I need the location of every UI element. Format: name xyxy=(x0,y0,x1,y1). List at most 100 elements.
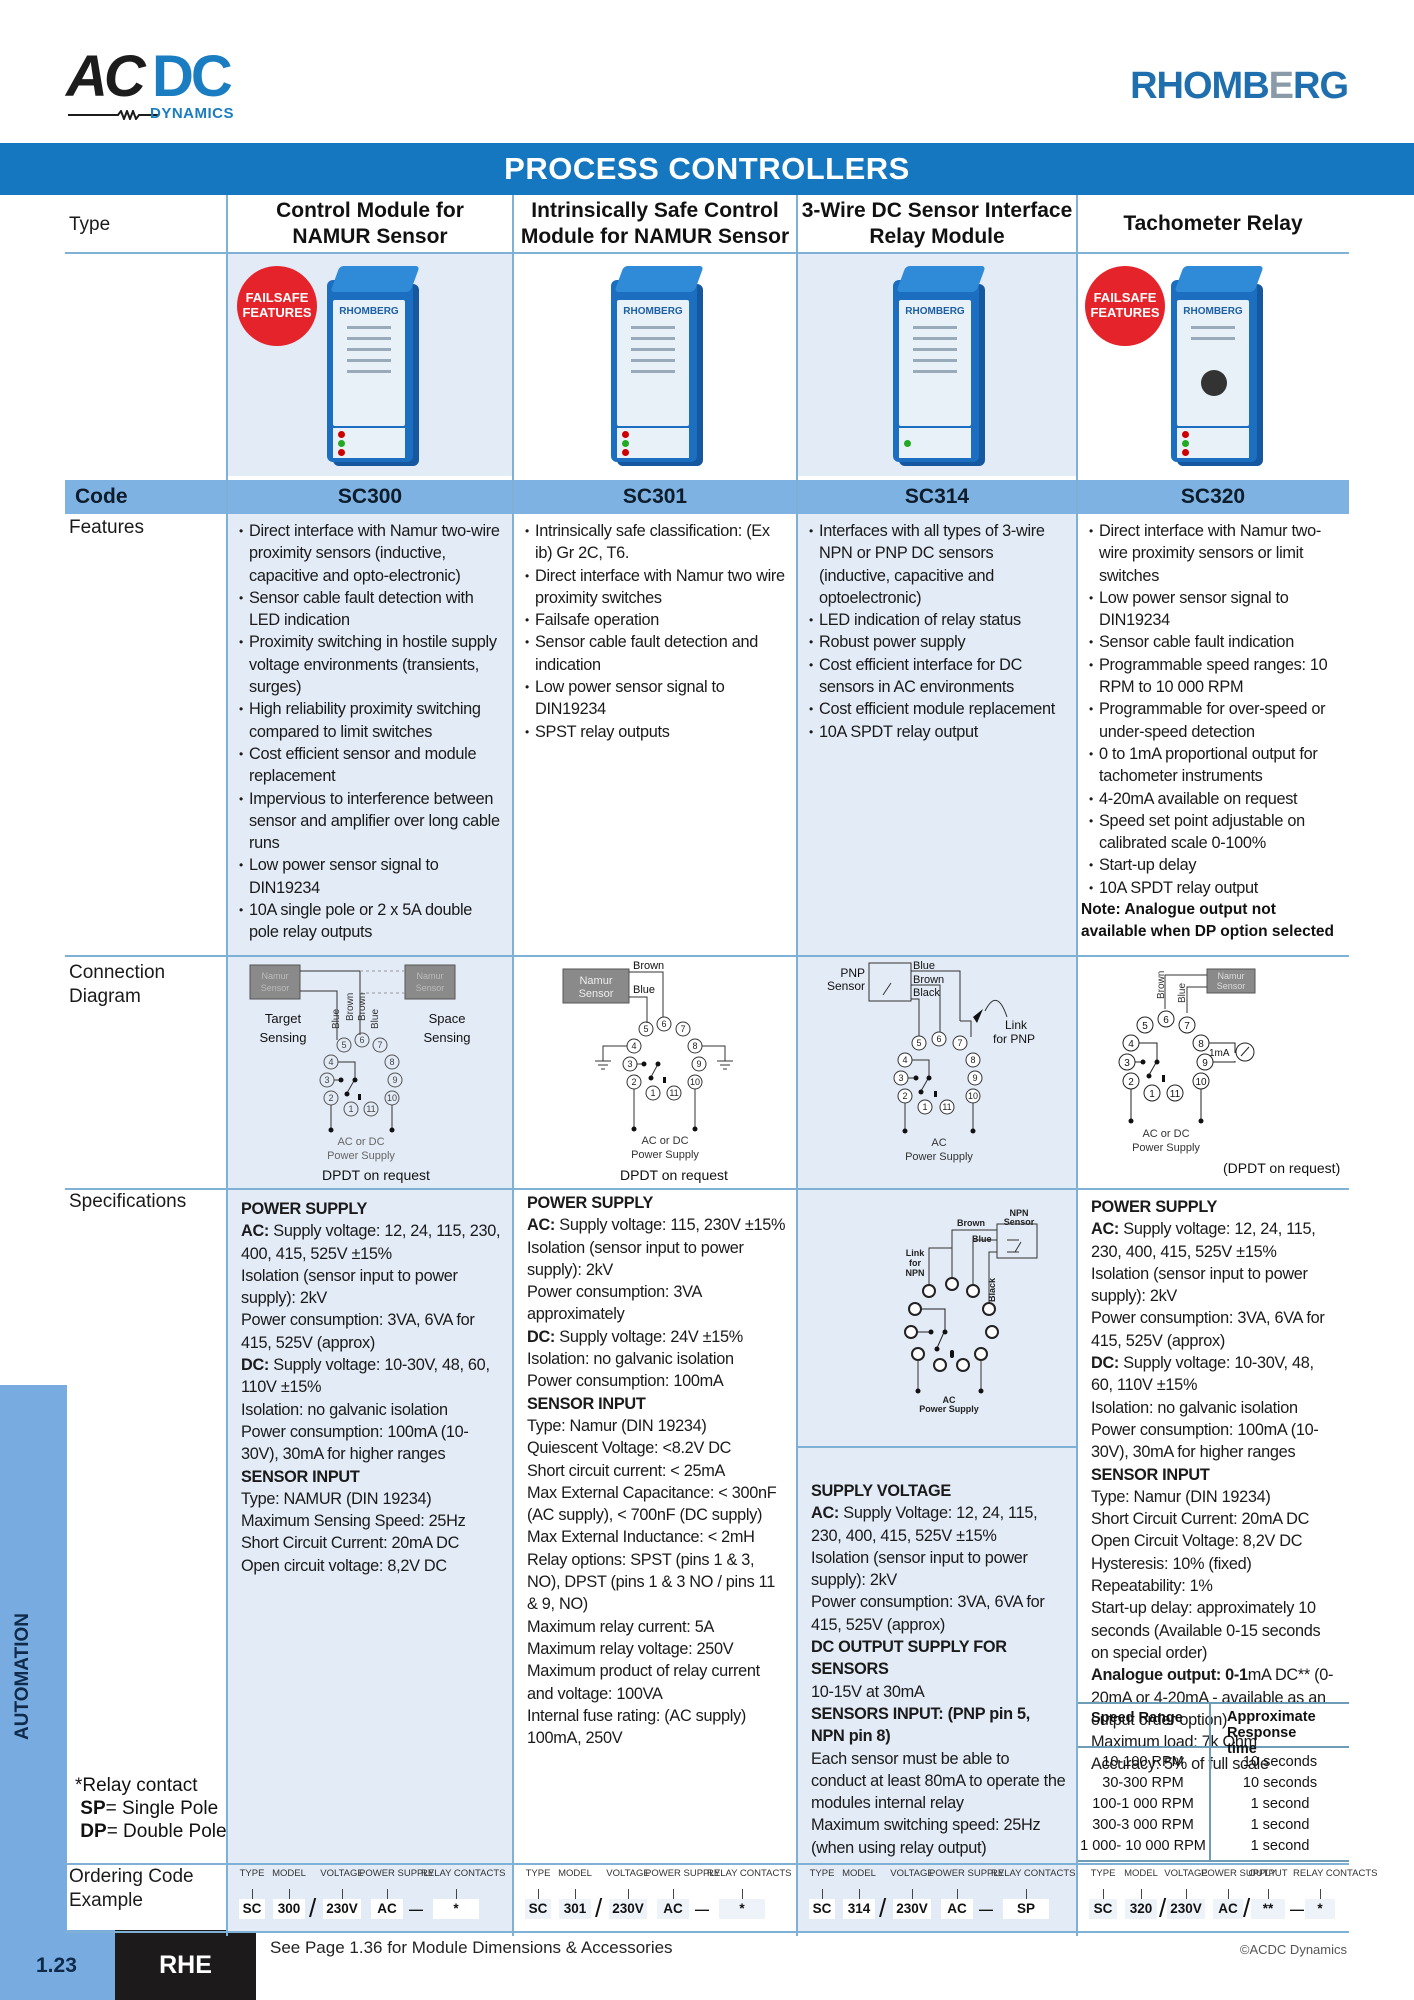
row-label-code: Code xyxy=(75,485,128,508)
spec-heading: SENSOR INPUT xyxy=(527,1394,646,1413)
spec-line: Hysteresis: 10% (fixed) xyxy=(1091,1554,1252,1573)
dpdt-note: (DPDT on request) xyxy=(1223,1160,1341,1176)
features-sc320: Direct interface with Namur two-wire pro… xyxy=(1077,514,1349,1150)
svg-text:Blue: Blue xyxy=(972,1234,992,1244)
spec-key: AC: xyxy=(811,1504,840,1523)
spec-line: AC: Supply Voltage: 12, 24, 115, 230, 40… xyxy=(811,1502,1067,1547)
ordering-field-label: MODEL xyxy=(1124,1868,1158,1879)
ordering-field-tick xyxy=(288,1889,290,1903)
page-number-box xyxy=(0,1930,115,2000)
type-line: Module for NAMUR Sensor xyxy=(520,225,790,248)
slash-separator: / xyxy=(1243,1893,1251,1923)
resistor-wire-icon xyxy=(68,110,158,120)
spec-value: Supply voltage: 115, 230V ±15% xyxy=(555,1216,786,1235)
svg-text:Power Supply: Power Supply xyxy=(631,1149,699,1161)
ordering-field-tick xyxy=(911,1889,913,1903)
image-sc320: RHOMBERG FAILSAFE FEATURES xyxy=(1077,254,1349,476)
spec-heading: POWER SUPPLY xyxy=(527,1194,654,1212)
ordering-field-label: POWER SUPPLY xyxy=(1201,1868,1277,1879)
svg-text:AC or DC: AC or DC xyxy=(337,1136,384,1148)
speed-range-cell: 1 000- 10 000 RPM xyxy=(1080,1838,1206,1854)
badge-line: FEATURES xyxy=(1090,305,1160,320)
feature-item: Low power sensor signal to DIN19234 xyxy=(1089,587,1339,632)
feature-item: Failsafe operation xyxy=(525,609,787,632)
ordering-field: RELAY CONTACTS * xyxy=(707,1869,791,1919)
ordering-field-tick xyxy=(537,1889,539,1903)
ordering-field-value: * xyxy=(719,1899,765,1919)
speed-range-cell: 300-3 000 RPM xyxy=(1092,1817,1194,1833)
spec-key: DC: xyxy=(1091,1354,1120,1373)
svg-text:7: 7 xyxy=(1184,1021,1190,1032)
ordering-field-tick xyxy=(1102,1889,1104,1903)
response-time-cell: 1 second xyxy=(1250,1796,1310,1812)
ordering-field-label: RELAY CONTACTS xyxy=(707,1868,792,1879)
feature-item: Direct interface with Namur two-wire pro… xyxy=(1089,520,1339,587)
svg-text:for: for xyxy=(909,1258,921,1268)
feature-item: LED indication of relay status xyxy=(809,609,1067,632)
ordering-field-label: OUTPUT xyxy=(1248,1868,1288,1879)
ordering-field-label: TYPE xyxy=(809,1868,835,1879)
specifications-row: Specifications *Relay contact SP= Single… xyxy=(65,1190,1349,1863)
svg-text:3: 3 xyxy=(324,1075,329,1085)
svg-text:Namur: Namur xyxy=(416,971,443,981)
ordering-field-value: * xyxy=(1305,1899,1335,1919)
ordering-field-value: 320 xyxy=(1125,1899,1157,1919)
wiring-diagram: Namur Sensor Namur Sensor Target Sensing… xyxy=(249,964,470,1162)
row-label-specifications: Specifications xyxy=(69,1191,187,1212)
feature-list: Direct interface with Namur two-wire pro… xyxy=(1077,514,1349,899)
type-row: Type Control Module for NAMUR Sensor Int… xyxy=(65,195,1349,253)
section-label: AUTOMATION xyxy=(12,1613,33,1740)
ordering-field-value: 300 xyxy=(273,1899,305,1919)
svg-text:9: 9 xyxy=(972,1073,977,1083)
svg-text:1: 1 xyxy=(348,1104,353,1114)
ordering-field-tick xyxy=(627,1889,629,1903)
spec-heading: SENSORS INPUT: (PNP pin 5, NPN pin 8) xyxy=(811,1704,1030,1746)
spec-line: Quiescent Voltage: <8.2V DC xyxy=(527,1439,732,1458)
divider xyxy=(1209,1702,1211,1862)
feature-item: Direct interface with Namur two-wire pro… xyxy=(239,520,503,587)
dash-separator: — xyxy=(409,1901,423,1917)
brand-code-badge: RHE xyxy=(115,1930,256,2000)
svg-text:Namur: Namur xyxy=(579,975,612,987)
spec-line: Power consumption: 100mA xyxy=(527,1372,724,1391)
ordering-field-label: POWER SUPPLY xyxy=(929,1868,1005,1879)
spec-line: Isolation (sensor input to power supply)… xyxy=(1091,1264,1308,1306)
feature-item: 0 to 1mA proportional output for tachome… xyxy=(1089,743,1339,788)
ordering-field-label: VOLTAGE xyxy=(890,1868,934,1879)
svg-text:AC or DC: AC or DC xyxy=(1142,1128,1189,1140)
connection-row: Connection Diagram Namur Sensor Namur Se… xyxy=(65,957,1349,1188)
svg-text:10: 10 xyxy=(968,1091,978,1101)
badge-line: FAILSAFE xyxy=(245,290,309,305)
code-row: Code SC300 SC301 SC314 SC320 xyxy=(65,480,1349,514)
ordering-field-label: RELAY CONTACTS xyxy=(1293,1868,1378,1879)
header-speed-range: Speed Range xyxy=(1091,1710,1183,1726)
logo-dynamics-text: DYNAMICS xyxy=(150,105,235,122)
ordering-field-value: SC xyxy=(239,1899,265,1919)
feature-item: Sensor cable fault detection and indicat… xyxy=(525,631,787,676)
ordering-field-value: SC xyxy=(1089,1899,1117,1919)
divider xyxy=(65,955,1349,957)
ordering-field-value: AC xyxy=(941,1899,973,1919)
logo-rhomberg-e: E xyxy=(1268,65,1294,107)
image-sc301: RHOMBERG xyxy=(513,254,797,476)
svg-text:10: 10 xyxy=(387,1093,397,1103)
spec-line: Isolation (sensor input to power supply)… xyxy=(241,1266,458,1308)
failsafe-badge: FAILSAFE FEATURES xyxy=(237,266,317,346)
label-line: Ordering Code xyxy=(69,1866,194,1887)
svg-text:7: 7 xyxy=(680,1024,685,1034)
relay-sp-val: = Single Pole xyxy=(105,1798,219,1819)
spec-line: Type: NAMUR (DIN 19234) xyxy=(241,1489,432,1508)
ordering-field-tick xyxy=(251,1889,253,1903)
relay-note-text: *Relay contact SP= Single Pole DP= Doubl… xyxy=(75,1774,227,1843)
svg-text:6: 6 xyxy=(1163,1015,1169,1026)
